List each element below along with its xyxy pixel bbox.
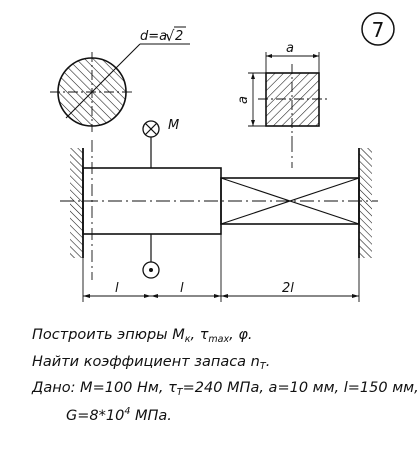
square-label-side: a — [236, 96, 251, 104]
square-label-top: a — [286, 41, 294, 56]
right-wall — [358, 148, 372, 258]
length-right: 2l — [282, 281, 294, 296]
moment-label: M — [168, 118, 179, 133]
dimension-lines: l l 2l — [82, 234, 360, 302]
round-section: d=a √ 2 — [50, 26, 190, 132]
task-line-find-safety-factor: Найти коэффициент запаса nT. — [32, 354, 271, 372]
task-line-build-diagrams: Построить эпюры Mк, τmax, φ. — [32, 327, 253, 345]
length-middle: l — [180, 281, 184, 296]
left-wall — [70, 148, 84, 258]
shaft-diagram: 7 d=a √ 2 a a — [50, 12, 395, 302]
round-section-radicand: 2 — [175, 29, 183, 44]
round-section-label: d=a — [140, 29, 167, 44]
sqrt-symbol: √ — [165, 27, 175, 45]
task-line-given: Дано: M=100 Нм, τT=240 МПа, a=10 мм, l=1… — [32, 380, 419, 398]
problem-number-badge: 7 — [361, 12, 395, 46]
square-section: a a — [236, 41, 328, 140]
applied-moment: M — [142, 118, 179, 279]
task-line-shear-modulus: G=8*104 МПа. — [66, 406, 172, 424]
length-left: l — [115, 281, 119, 296]
problem-number: 7 — [372, 18, 385, 42]
